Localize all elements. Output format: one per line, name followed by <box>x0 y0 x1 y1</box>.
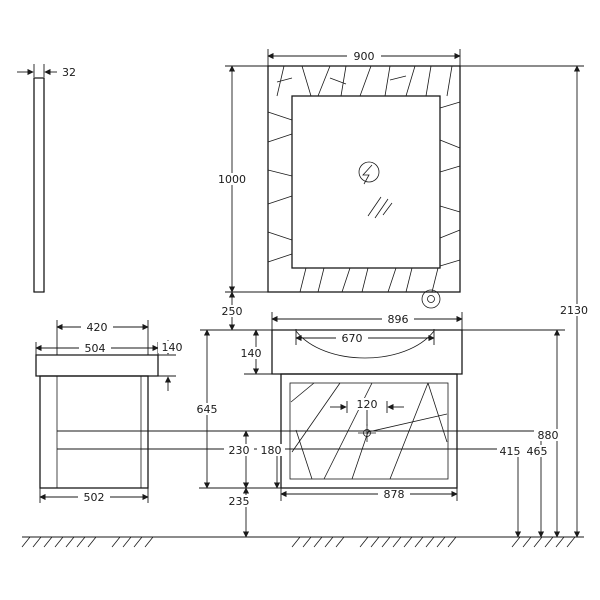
label-overall-height: 2130 <box>556 304 592 317</box>
dim-mirror-thickness-label: 32 <box>62 66 76 79</box>
sink-bowl-curve <box>295 330 435 359</box>
dim-cabinet-width-label: 878 <box>384 488 405 501</box>
basin-side-outline <box>35 354 159 377</box>
label-bg <box>218 305 246 317</box>
dim-basin-height-side-label: 140 <box>162 341 183 354</box>
dim-basin-top-height-label: 880 <box>538 429 559 442</box>
label-bg <box>79 342 111 354</box>
dim-floor-clearance-label: 235 <box>229 495 250 508</box>
label-upper-connection-height: 465 <box>524 445 550 458</box>
dimensions <box>17 49 584 538</box>
label-mirror-height: 1000 <box>214 173 250 186</box>
label-floor-clearance: 235 <box>225 495 253 508</box>
dim-mirror-thickness <box>17 64 61 77</box>
label-lower-connection-height: 415 <box>497 445 523 458</box>
label-bg <box>78 491 110 503</box>
label-bg <box>497 445 523 457</box>
label-bg <box>347 50 381 62</box>
label-upper-connection-offset: 230 <box>224 444 254 457</box>
dimension-labels: 32 900 1000 250 2130 896 670 140 <box>57 50 592 508</box>
label-bg <box>382 313 414 325</box>
label-lower-connection-offset: 180 <box>257 444 285 457</box>
dim-mirror-width-label: 900 <box>354 50 375 63</box>
label-bg <box>524 445 550 457</box>
dim-lower-connection-height-label: 415 <box>500 445 521 458</box>
label-basin-depth: 504 <box>79 342 111 355</box>
label-bg <box>214 173 250 185</box>
mirror-frame-outline <box>267 65 461 293</box>
dim-cabinet-bottom-depth-label: 502 <box>84 491 105 504</box>
label-bg <box>556 304 592 316</box>
label-bg <box>158 341 186 353</box>
drain-center-marker <box>358 424 376 442</box>
label-basin-inner-width: 670 <box>336 332 368 345</box>
label-cabinet-width: 878 <box>378 488 410 501</box>
cabinet-side-outline <box>39 375 149 489</box>
dim-faucet-offset <box>330 401 404 426</box>
dim-mirror-gap-label: 250 <box>222 305 243 318</box>
label-mirror-gap: 250 <box>218 305 246 318</box>
label-bg <box>224 444 254 456</box>
label-mirror-width: 900 <box>347 50 381 63</box>
label-bg <box>534 429 562 441</box>
label-cabinet-bottom-depth: 502 <box>78 491 110 504</box>
label-vanity-height: 645 <box>191 403 223 416</box>
label-bg <box>225 495 253 507</box>
dim-overall-height <box>460 65 584 538</box>
label-faucet-offset: 120 <box>352 398 382 411</box>
dim-basin-inner-width-label: 670 <box>342 332 363 345</box>
label-basin-top-height: 880 <box>534 429 562 442</box>
ground <box>21 536 584 548</box>
dim-upper-connection-height-label: 465 <box>527 445 548 458</box>
label-basin-height-front: 140 <box>237 347 265 360</box>
mirror-reflection-marks <box>367 196 393 219</box>
basin-front-outline <box>271 329 463 375</box>
dim-mirror-height-label: 1000 <box>218 173 246 186</box>
dim-overall-height-label: 2130 <box>560 304 588 317</box>
mirror-frame-crackle-pattern <box>267 65 461 293</box>
dim-basin-width <box>271 312 463 330</box>
label-bg <box>336 332 368 344</box>
connection-reference-lines <box>57 430 541 450</box>
label-bg <box>257 444 285 456</box>
label-bg <box>378 489 410 500</box>
label-cabinet-depth: 420 <box>81 321 113 334</box>
mirror-glass-outline <box>291 95 441 269</box>
label-bg <box>81 321 113 333</box>
ornament-icon-center <box>427 295 435 303</box>
label-bg <box>237 347 265 359</box>
mirror-front-view <box>267 65 461 309</box>
dim-lower-connection-offset-label: 180 <box>261 444 282 457</box>
label-bg <box>352 398 382 410</box>
dim-faucet-offset-label: 120 <box>357 398 378 411</box>
dim-basin-height-front-label: 140 <box>241 347 262 360</box>
dim-cabinet-depth-label: 420 <box>87 321 108 334</box>
dim-cabinet-width <box>280 488 458 501</box>
dim-vanity-height-label: 645 <box>197 403 218 416</box>
dim-basin-depth-label: 504 <box>85 342 106 355</box>
label-basin-width: 896 <box>382 313 414 326</box>
label-basin-height-side: 140 <box>158 341 186 354</box>
vanity-side-view <box>35 354 159 489</box>
floor-hatching <box>21 536 576 548</box>
label-bg <box>191 403 223 415</box>
mirror-side-view <box>33 77 45 293</box>
dim-upper-connection-offset-label: 230 <box>229 444 250 457</box>
ornament-icon <box>421 289 441 309</box>
label-bg <box>57 66 81 78</box>
label-mirror-thickness: 32 <box>57 66 81 79</box>
dim-basin-width-label: 896 <box>388 313 409 326</box>
lightning-icon <box>362 164 373 185</box>
lamp-symbol-circle <box>358 161 380 183</box>
